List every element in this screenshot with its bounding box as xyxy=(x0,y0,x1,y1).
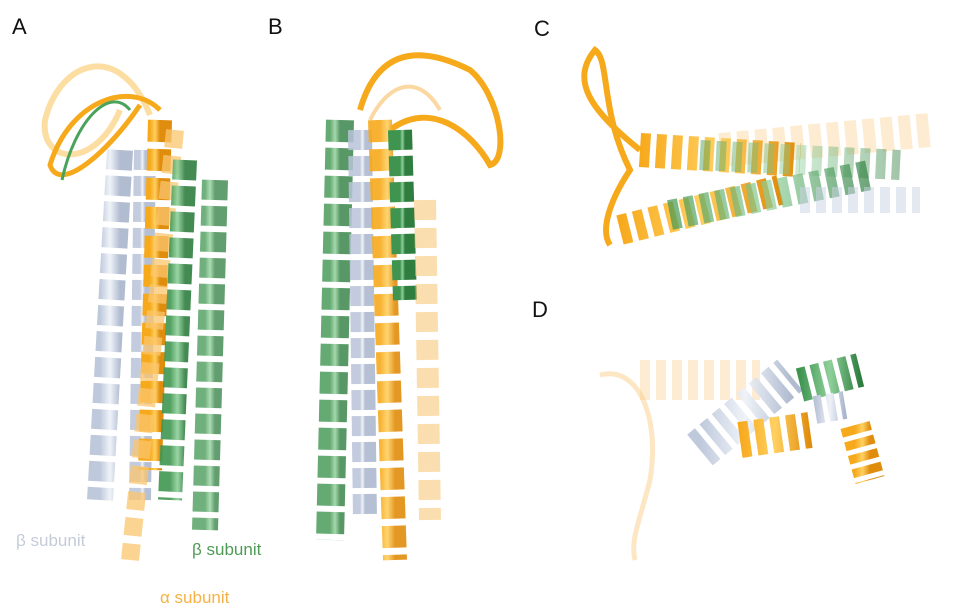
panel-a-helix-green-2 xyxy=(205,180,215,530)
beta-subunit-label-green: β subunit xyxy=(192,540,261,560)
panel-label-d: D xyxy=(532,297,548,323)
panel-d-helix-blue-2 xyxy=(815,405,845,410)
beta-subunit-label-grey: β subunit xyxy=(16,531,85,551)
panel-d-helix-green-1 xyxy=(800,370,860,385)
panel-a-helix-blue-left xyxy=(100,150,120,500)
panel-b-helix-green-right xyxy=(400,130,405,300)
alpha-subunit-label: α subunit xyxy=(160,588,229,608)
panel-d-loop-faded xyxy=(600,374,653,560)
panel-b-structure xyxy=(330,55,500,560)
panel-b-helix-green-left xyxy=(330,120,340,540)
panel-c-loop-orange xyxy=(584,50,640,245)
panel-d-structure xyxy=(600,370,915,560)
panel-label-c: C xyxy=(534,16,550,42)
panel-label-a: A xyxy=(12,14,27,40)
panel-a-structure xyxy=(45,66,215,560)
panel-c-structure xyxy=(584,50,930,245)
panel-d-helix-orange-2 xyxy=(855,425,870,480)
panel-b-helix-blue xyxy=(360,130,365,520)
panel-b-loop-orange xyxy=(360,55,500,165)
panel-label-b: B xyxy=(268,14,283,40)
panel-b-helix-pale-right xyxy=(425,200,430,520)
